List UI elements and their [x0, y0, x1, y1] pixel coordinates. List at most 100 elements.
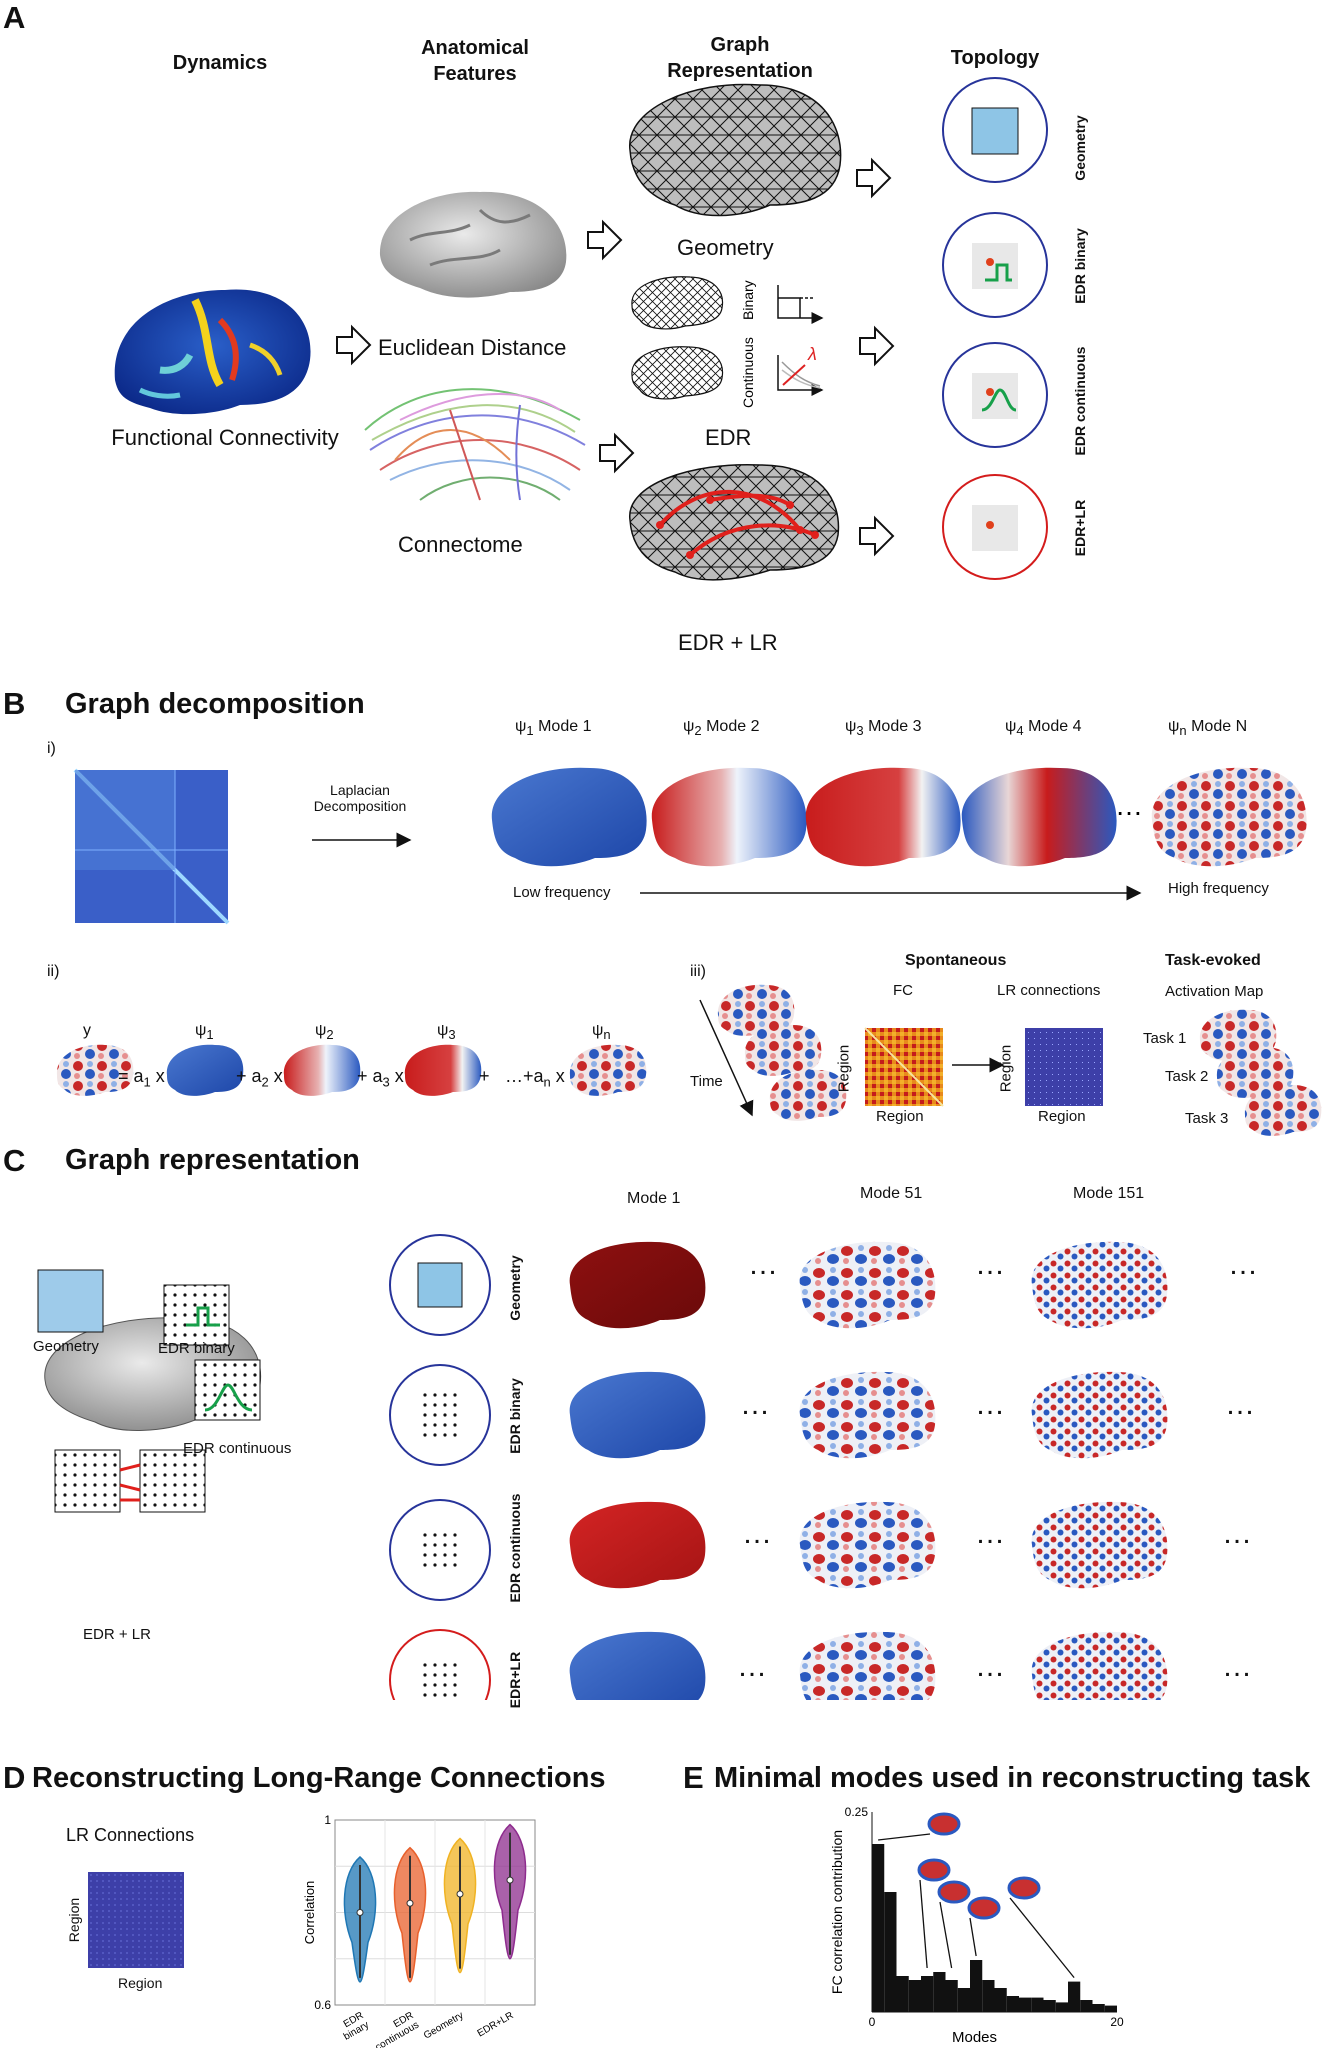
violin-x-tick-label: EDRcontinuous [368, 2010, 421, 2048]
mode-bar [1019, 1997, 1032, 2012]
euclidean-brain-image [379, 191, 567, 298]
ellipsis-r3-a: … [742, 1517, 774, 1550]
ellipsis-r1-a: … [748, 1248, 780, 1281]
mode-51-column-header: Mode 51 [860, 1185, 923, 1202]
violin-y-tick: 0.6 [314, 1998, 331, 2012]
topology-geometry-graph [942, 77, 1048, 183]
mode-bar [994, 1988, 1007, 2012]
violin-x-tick-label: EDR+LR [476, 2010, 516, 2039]
edr-lr-mode-51-brain [799, 1631, 936, 1700]
functional-connectivity-label: Functional Connectivity [111, 425, 339, 450]
continuous-label: Continuous [740, 337, 756, 408]
eq-term-1: = a1 x [118, 1066, 165, 1090]
ellipsis-r1-c: … [1228, 1248, 1260, 1281]
mode-arrow [919, 1879, 928, 1969]
edr-binary-mode-51-brain [799, 1371, 936, 1459]
eq-brain-psin [569, 1044, 647, 1096]
bar-x-tick: 20 [1110, 2015, 1124, 2029]
eq-psi3: ψ3 [437, 1022, 456, 1043]
mode-bar [957, 1988, 970, 2012]
mode-arrow [1009, 1897, 1075, 1979]
mode-bar [896, 1976, 909, 2012]
ellipsis-r4-a: … [737, 1650, 769, 1683]
binary-plot-icon [777, 285, 824, 324]
row-label-geometry: Geometry [507, 1255, 523, 1321]
edr-lr-label: EDR + LR [678, 630, 778, 655]
panel-b-figure: … [56, 767, 1322, 1136]
task-3-brain [1244, 1084, 1322, 1136]
mode-151-column-header: Mode 151 [1073, 1185, 1145, 1202]
topology-edr-continuous-graph [942, 342, 1048, 448]
column-header-topology: Topology [950, 47, 1040, 69]
violin-median [406, 1899, 414, 1907]
mode-thumbnail-brain [917, 1858, 951, 1882]
column-header-graph: Graph Representation [667, 34, 813, 82]
eq-brain-psi1 [166, 1044, 244, 1096]
mode-4-header: ψ4 Mode 4 [1005, 718, 1082, 739]
panel-b-i-label: i) [47, 740, 56, 757]
connectome-image [364, 388, 586, 501]
edr-continuous-mode-51-brain [799, 1501, 936, 1589]
mode-bar [970, 1960, 983, 2012]
geometry-mesh-brain [629, 83, 842, 217]
fc-brain-image [114, 289, 311, 415]
panel-e-title: Minimal modes used in reconstructing tas… [714, 1762, 1311, 1794]
violin-x-tick-line: EDR+LR [476, 2010, 516, 2039]
topology-edr-binary-graph [942, 212, 1048, 318]
lr-matrix [1025, 1028, 1103, 1106]
eq-term-3: + a3 x [357, 1066, 404, 1090]
mode-bar [921, 1976, 934, 2012]
geometry-mode-151-brain [1031, 1241, 1168, 1329]
mode-bar [908, 1980, 921, 2012]
mode-2-brain [651, 767, 807, 867]
mode-3-brain [805, 767, 961, 867]
mode-3-header: ψ3 Mode 3 [845, 718, 922, 739]
edr-lr-mode-1-brain [569, 1631, 706, 1700]
euclidean-distance-label: Euclidean Distance [378, 335, 567, 360]
row-label-edr-lr: EDR+LR [507, 1651, 523, 1709]
mode-bar [1055, 2002, 1068, 2012]
mode-bar [872, 1844, 885, 2012]
inset-geometry-grid [37, 1269, 104, 1333]
violin-x-tick-label: EDRbinary [336, 2010, 371, 2043]
continuous-plot-icon [777, 355, 824, 396]
topology-label-geometry: Geometry [1072, 115, 1088, 181]
geometry-mode-51-brain [799, 1241, 936, 1329]
mode-bar [1031, 1997, 1044, 2012]
activation-map-label: Activation Map [1165, 983, 1264, 1000]
edr-binary-mode-1-brain [569, 1371, 706, 1459]
row-edr-continuous-topology [389, 1499, 491, 1601]
topology-label-edr-lr: EDR+LR [1072, 499, 1088, 557]
lr-matrix-region-x: Region [118, 1975, 163, 1991]
lr-connections-matrix [88, 1872, 184, 1968]
row-edr-binary-topology [389, 1364, 491, 1466]
eq-psi1: ψ1 [195, 1022, 214, 1043]
violin-y-axis-label: Correlation [302, 1881, 317, 1945]
mode-1-column-header: Mode 1 [627, 1190, 681, 1207]
ellipsis-r4-c: … [1222, 1650, 1254, 1683]
eq-psin: ψn [592, 1022, 611, 1043]
violin-median [356, 1909, 364, 1916]
fc-region-y-label: Region [835, 1044, 853, 1093]
mode-n-brain [1151, 767, 1307, 867]
column-header-anatomical: Anatomical Features [421, 37, 529, 85]
edr-binary-mode-151-brain [1031, 1371, 1168, 1459]
mode-bar [1006, 1996, 1019, 2012]
panel-b-ii-label: ii) [47, 963, 60, 980]
flow-arrows [336, 157, 895, 557]
lr-matrix-region-y: Region [66, 1897, 83, 1943]
column-header-dynamics: Dynamics [172, 52, 268, 74]
mode-1-header: ψ1 Mode 1 [515, 718, 592, 739]
connectome-label: Connectome [398, 532, 523, 557]
mode-thumbnail-brain [1007, 1876, 1041, 1900]
task-1-label: Task 1 [1143, 1030, 1187, 1047]
ellipsis-r3-b: … [975, 1517, 1007, 1550]
panel-label-e: E [683, 1760, 704, 1795]
mode-thumbnail-brain [967, 1896, 1001, 1920]
mode-bar [933, 1972, 946, 2012]
ellipsis-r2-b: … [975, 1388, 1007, 1421]
mode-arrow [939, 1901, 953, 1969]
violin-median [456, 1890, 464, 1898]
task-2-brain [1216, 1046, 1294, 1098]
violin-x-tick-line: Geometry [422, 2010, 466, 2041]
